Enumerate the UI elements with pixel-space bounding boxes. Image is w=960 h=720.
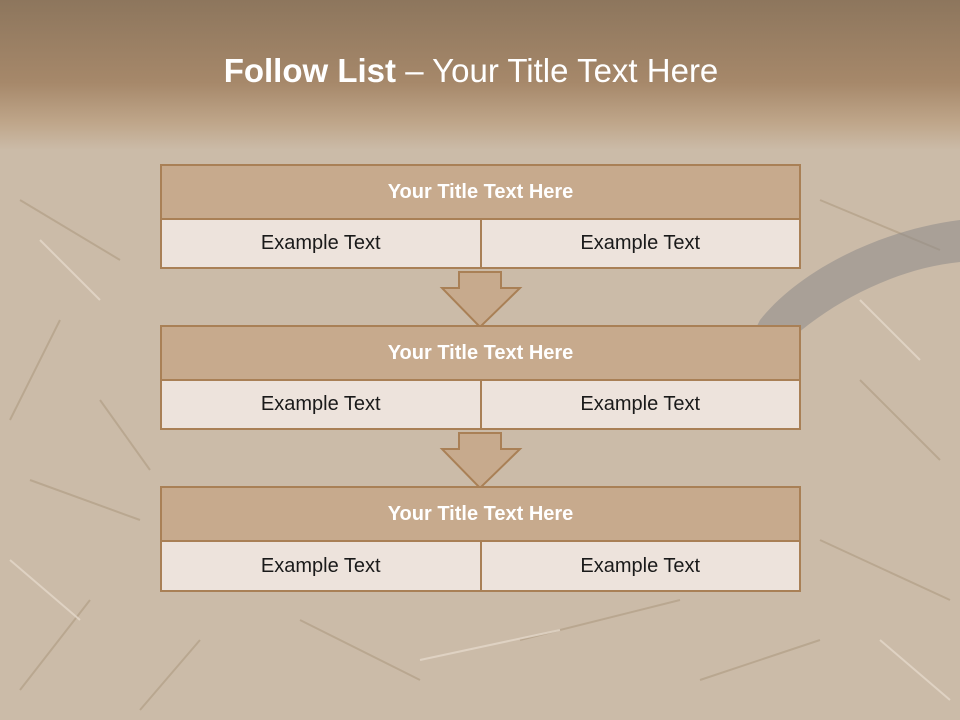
block-row: Example Text Example Text [160,381,801,430]
block-title: Your Title Text Here [160,325,801,381]
block-cell-right: Example Text [481,220,801,269]
block-row: Example Text Example Text [160,220,801,269]
slide-title-bold: Follow List [223,52,397,89]
block-title: Your Title Text Here [160,486,801,542]
block-cell-left: Example Text [160,381,482,430]
block-cell-left: Example Text [160,220,482,269]
block-cell-right: Example Text [481,542,801,592]
slide-header-band [0,0,960,150]
down-arrow-icon [439,271,523,329]
block-row: Example Text Example Text [160,542,801,592]
block-title: Your Title Text Here [160,164,801,220]
block-cell-right: Example Text [481,381,801,430]
block-cell-left: Example Text [160,542,482,592]
down-arrow-icon [439,432,523,490]
slide-title: Follow List – Your Title Text Here [0,52,942,90]
list-block-3: Your Title Text Here Example Text Exampl… [160,486,801,592]
slide-title-rest: – Your Title Text Here [396,52,719,89]
list-block-1: Your Title Text Here Example Text Exampl… [160,164,801,269]
list-block-2: Your Title Text Here Example Text Exampl… [160,325,801,430]
